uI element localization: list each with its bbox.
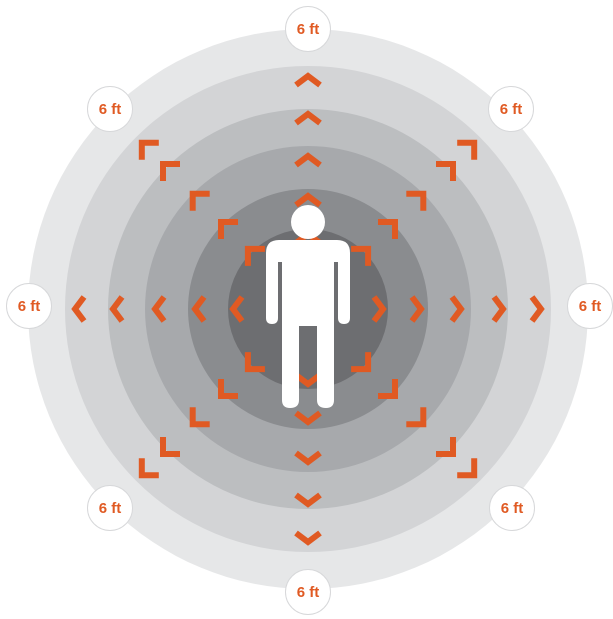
- chevron-arrow-icon-down: [294, 410, 322, 426]
- distance-label-bottom: 6 ft: [285, 569, 331, 615]
- corner-arrow-icon-up-right: [351, 245, 372, 266]
- standing-person-icon: [266, 205, 350, 408]
- distance-label-top-left: 6 ft: [87, 86, 133, 132]
- distance-label-left: 6 ft: [6, 283, 52, 329]
- chevron-arrow-icon-left: [71, 295, 87, 323]
- distance-label-text: 6 ft: [500, 499, 524, 517]
- corner-arrow-icon-down-right: [457, 458, 478, 479]
- distance-label-text: 6 ft: [296, 583, 320, 601]
- chevron-arrow-icon-down: [294, 492, 322, 508]
- corner-arrow-icon-up-right: [457, 139, 478, 160]
- distance-label-text: 6 ft: [17, 297, 41, 315]
- chevron-arrow-icon-up: [294, 110, 322, 126]
- corner-arrow-icon-down-left: [138, 458, 159, 479]
- chevron-arrow-icon-left: [191, 295, 207, 323]
- corner-arrow-icon-up-left: [189, 190, 210, 211]
- chevron-arrow-icon-left: [109, 295, 125, 323]
- chevron-arrow-icon-up: [294, 72, 322, 88]
- distance-label-top: 6 ft: [285, 6, 331, 52]
- chevron-arrow-icon-down: [294, 530, 322, 546]
- distance-label-text: 6 ft: [499, 100, 523, 118]
- chevron-arrow-icon-left: [229, 295, 245, 323]
- chevron-arrow-icon-right: [371, 295, 387, 323]
- corner-arrow-icon-up-right: [406, 190, 427, 211]
- chevron-arrow-icon-right: [409, 295, 425, 323]
- corner-arrow-icon-up-left: [244, 245, 265, 266]
- distance-label-text: 6 ft: [98, 100, 122, 118]
- chevron-arrow-icon-up: [294, 192, 322, 208]
- corner-arrow-icon-down-left: [189, 407, 210, 428]
- distance-label-text: 6 ft: [98, 499, 122, 517]
- chevron-arrow-icon-down: [294, 372, 322, 388]
- corner-arrow-icon-down-left: [218, 379, 238, 399]
- corner-arrow-icon-down-left: [244, 352, 265, 373]
- distance-label-bottom-left: 6 ft: [87, 485, 133, 531]
- distance-label-bottom-right: 6 ft: [489, 485, 535, 531]
- corner-arrow-icon-down-right: [351, 352, 372, 373]
- distance-label-top-right: 6 ft: [488, 86, 534, 132]
- corner-arrow-icon-down-left: [160, 437, 180, 457]
- chevron-arrow-icon-right: [449, 295, 465, 323]
- distance-label-right: 6 ft: [567, 283, 613, 329]
- corner-arrow-icon-up-left: [160, 161, 180, 181]
- corner-arrow-icon-down-right: [436, 437, 456, 457]
- distance-label-text: 6 ft: [578, 297, 602, 315]
- chevron-arrow-icon-right: [491, 295, 507, 323]
- chevron-arrow-icon-up: [294, 152, 322, 168]
- corner-arrow-icon-up-left: [218, 219, 238, 239]
- corner-arrow-icon-up-right: [436, 161, 456, 181]
- corner-arrow-icon-down-right: [406, 407, 427, 428]
- corner-arrow-icon-up-right: [378, 219, 398, 239]
- corner-arrow-icon-down-right: [378, 379, 398, 399]
- chevron-arrow-icon-left: [151, 295, 167, 323]
- chevron-arrow-icon-down: [294, 450, 322, 466]
- distance-label-text: 6 ft: [296, 20, 320, 38]
- chevron-arrow-icon-right: [529, 295, 545, 323]
- corner-arrow-icon-up-left: [138, 139, 159, 160]
